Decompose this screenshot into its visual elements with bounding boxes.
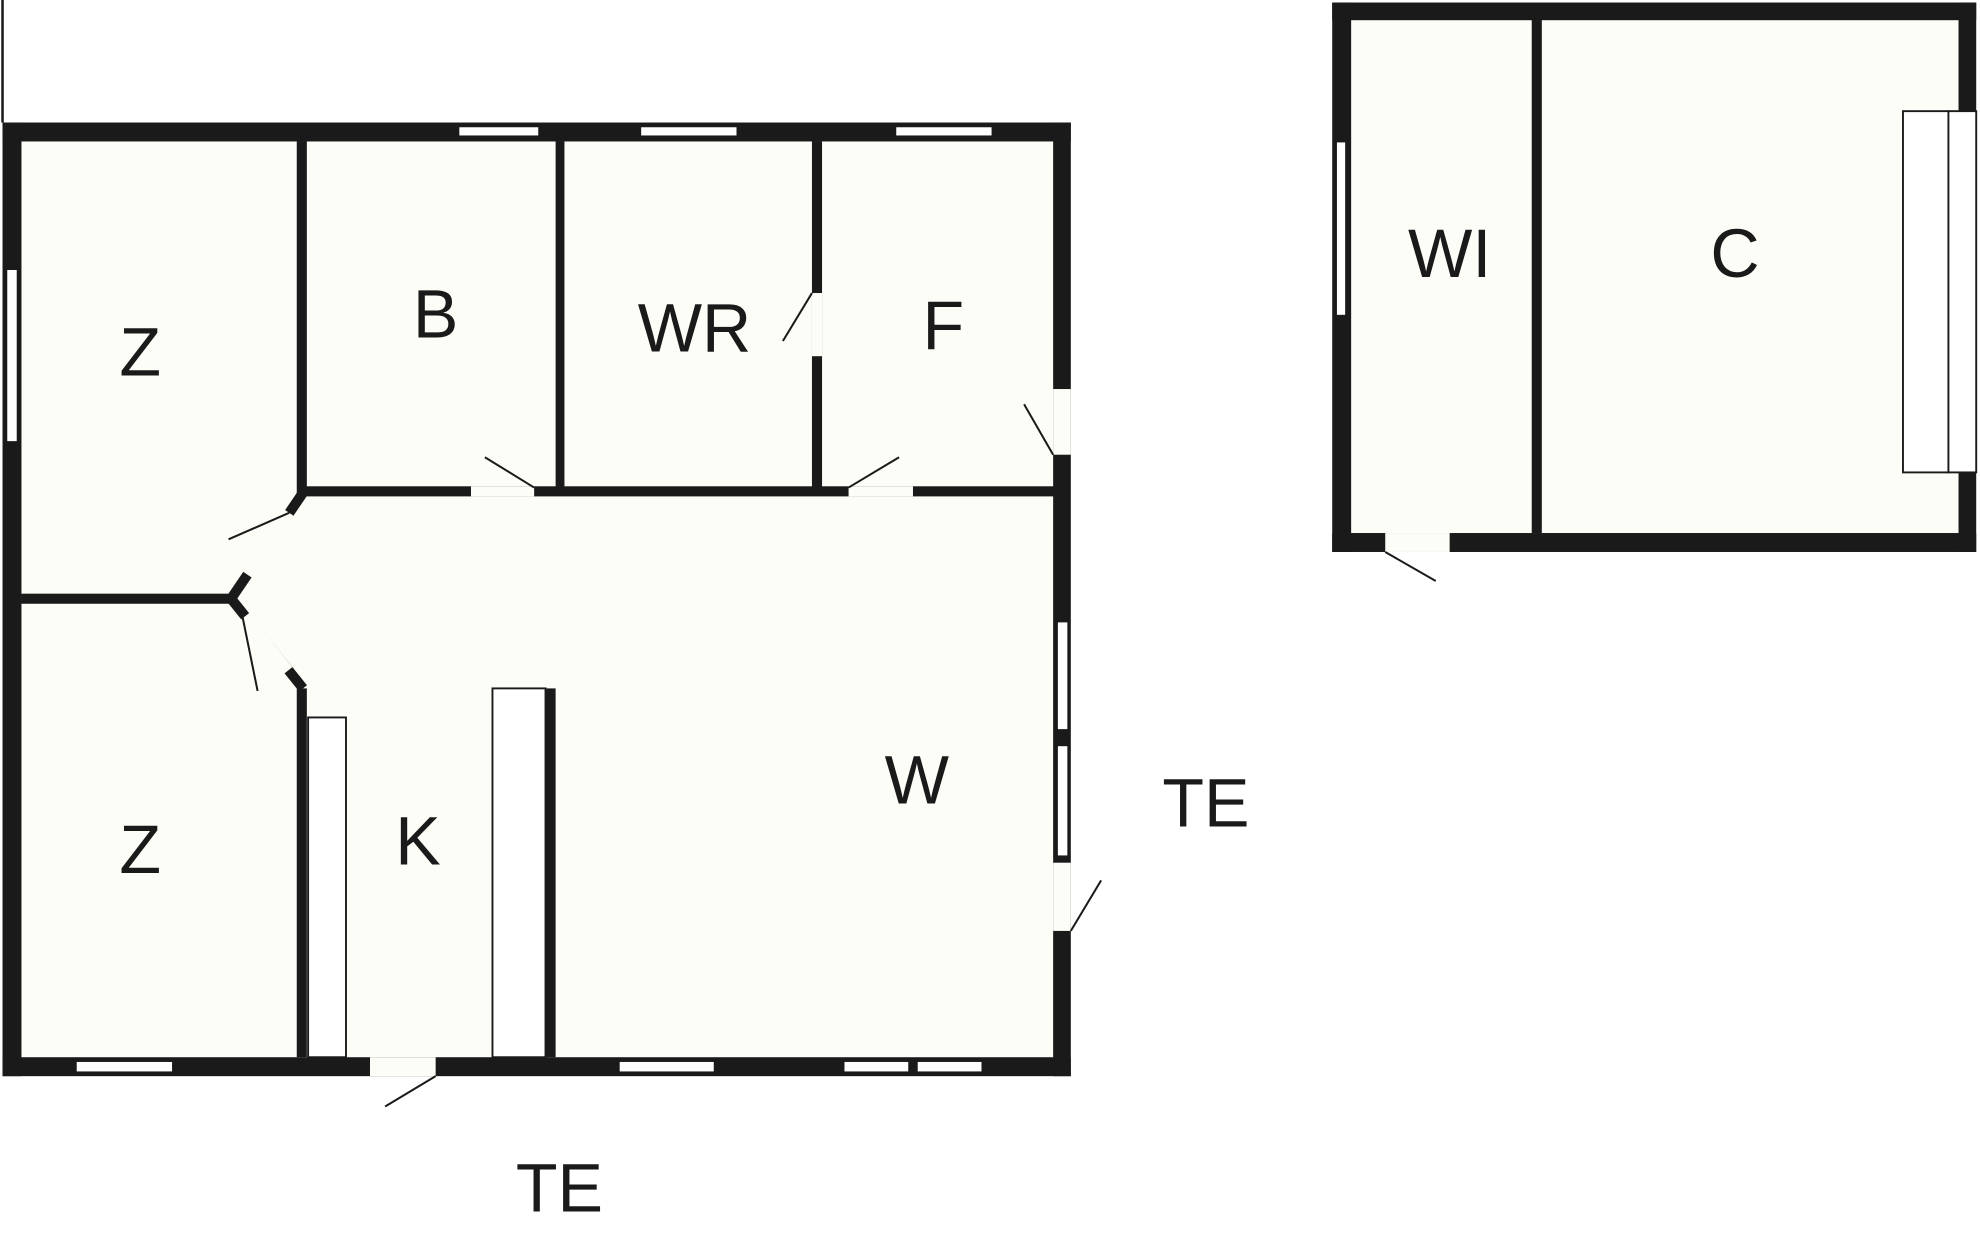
door-swing xyxy=(1023,403,1055,456)
main-house: Z B WR F Z K W xyxy=(2,122,1102,1108)
wall-right xyxy=(1053,122,1071,1077)
room-label-b: B xyxy=(413,277,458,353)
kitchen-counter-right xyxy=(491,687,547,1059)
built-in-unit xyxy=(1902,110,1950,474)
door-gap-wr-f xyxy=(811,293,823,357)
door-swing xyxy=(1069,879,1102,932)
door-swing xyxy=(484,456,535,489)
wall-left xyxy=(2,122,22,1077)
terrace-label-east: TE xyxy=(1162,765,1249,841)
terrace-label-south: TE xyxy=(516,1151,603,1227)
wall-hall-top xyxy=(303,486,1056,497)
door-swing xyxy=(241,616,259,692)
room-label-c: C xyxy=(1710,216,1759,292)
edge-line xyxy=(1,0,4,123)
window xyxy=(5,268,19,444)
window xyxy=(1335,140,1348,317)
wall-b-wr xyxy=(555,141,565,489)
wall-top xyxy=(1332,2,1977,21)
wall-k-w xyxy=(545,688,556,1058)
window xyxy=(1055,620,1070,732)
door-gap-diag-upper xyxy=(242,509,294,578)
wall-z-z xyxy=(21,593,232,604)
door-gap-k-exterior xyxy=(369,1057,436,1077)
wall-bottom xyxy=(1332,533,1977,552)
room-label-z: Z xyxy=(119,812,161,888)
door-swing xyxy=(848,456,900,489)
room-label-k: K xyxy=(395,803,440,879)
door-gap-b xyxy=(471,486,535,497)
door-swing xyxy=(1384,551,1437,582)
room-label-wr: WR xyxy=(638,290,752,366)
kitchen-counter-left xyxy=(307,716,347,1059)
room-label-f: F xyxy=(922,288,964,364)
window xyxy=(639,125,739,138)
wall-z-k xyxy=(296,688,307,1058)
door-swing xyxy=(228,511,290,541)
window xyxy=(894,125,994,138)
room-label-w: W xyxy=(885,743,950,819)
outbuilding-floor xyxy=(1332,2,1977,552)
door-gap-outbuilding xyxy=(1385,533,1450,552)
built-in-unit xyxy=(1947,110,1978,474)
room-label-wi: WI xyxy=(1408,216,1491,292)
window xyxy=(915,1060,984,1074)
wall-wi-c xyxy=(1531,18,1542,534)
door-swing xyxy=(782,292,813,342)
room-label-z: Z xyxy=(119,314,161,390)
window xyxy=(1055,744,1070,858)
door-gap-f-exterior xyxy=(1053,389,1071,455)
window xyxy=(842,1060,911,1074)
outbuilding: WI C xyxy=(1332,2,1978,582)
door-gap-diag-lower xyxy=(240,612,293,675)
wall-z-b xyxy=(296,141,307,496)
door-swing xyxy=(384,1075,437,1108)
window xyxy=(74,1060,174,1074)
window xyxy=(457,125,541,138)
window xyxy=(617,1060,716,1074)
door-gap-w-exterior xyxy=(1053,862,1071,931)
wall-bottom xyxy=(2,1057,1071,1077)
door-gap-f xyxy=(848,486,913,497)
